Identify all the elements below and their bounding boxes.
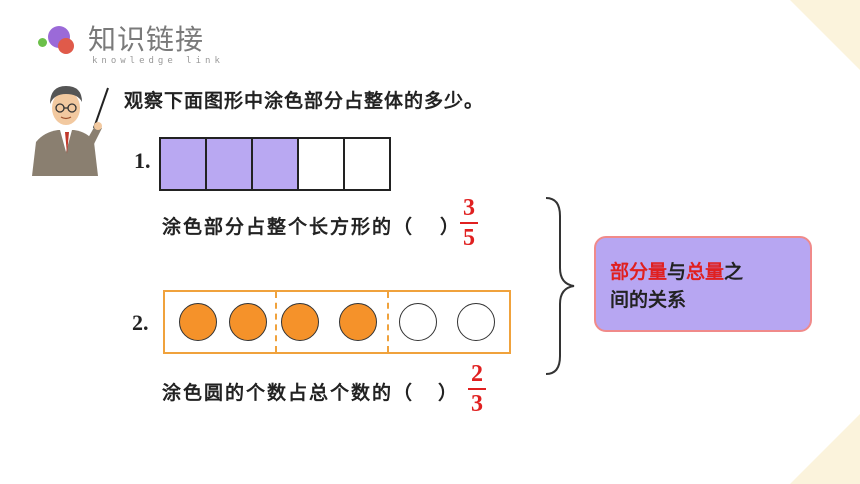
rectangle-cell <box>297 137 345 191</box>
problem-1-fraction: 3 5 <box>458 196 480 250</box>
logo-dots-icon <box>36 26 78 60</box>
section-subtitle: knowledge link <box>92 56 224 66</box>
corner-decoration-bottom <box>790 414 860 484</box>
problem-1-number: 1. <box>134 148 151 173</box>
section-title: 知识链接 <box>88 23 205 56</box>
fraction-numerator: 2 <box>471 361 483 387</box>
problem-2-fraction: 2 3 <box>466 362 488 416</box>
corner-decoration-top <box>790 0 860 70</box>
circle-filled <box>281 303 319 341</box>
fraction-denominator: 3 <box>471 391 483 417</box>
problem-2-label: 涂色圆的个数占总个数的（） <box>162 382 460 404</box>
rectangle-diagram <box>159 137 391 191</box>
circle-filled <box>339 303 377 341</box>
instruction-text: 观察下面图形中涂色部分占整体的多少。 <box>124 90 485 112</box>
divider-dashed <box>275 292 277 352</box>
curly-brace-icon <box>545 197 575 375</box>
rectangle-cell-shaded <box>251 137 299 191</box>
problem-2-number: 2. <box>132 310 149 335</box>
circle-empty <box>399 303 437 341</box>
problem-1-label: 涂色部分占整个长方形的（） <box>162 216 462 238</box>
circle-filled <box>179 303 217 341</box>
circle-filled <box>229 303 267 341</box>
fraction-denominator: 5 <box>463 225 475 251</box>
rectangle-cell-shaded <box>205 137 253 191</box>
circle-diagram <box>163 290 511 354</box>
rectangle-cell-shaded <box>159 137 207 191</box>
circle-empty <box>457 303 495 341</box>
teacher-illustration-icon <box>32 86 109 176</box>
fraction-numerator: 3 <box>463 195 475 221</box>
rectangle-cell <box>343 137 391 191</box>
divider-dashed <box>387 292 389 352</box>
relationship-callout: 部分量与总量之 间的关系 <box>594 236 812 332</box>
